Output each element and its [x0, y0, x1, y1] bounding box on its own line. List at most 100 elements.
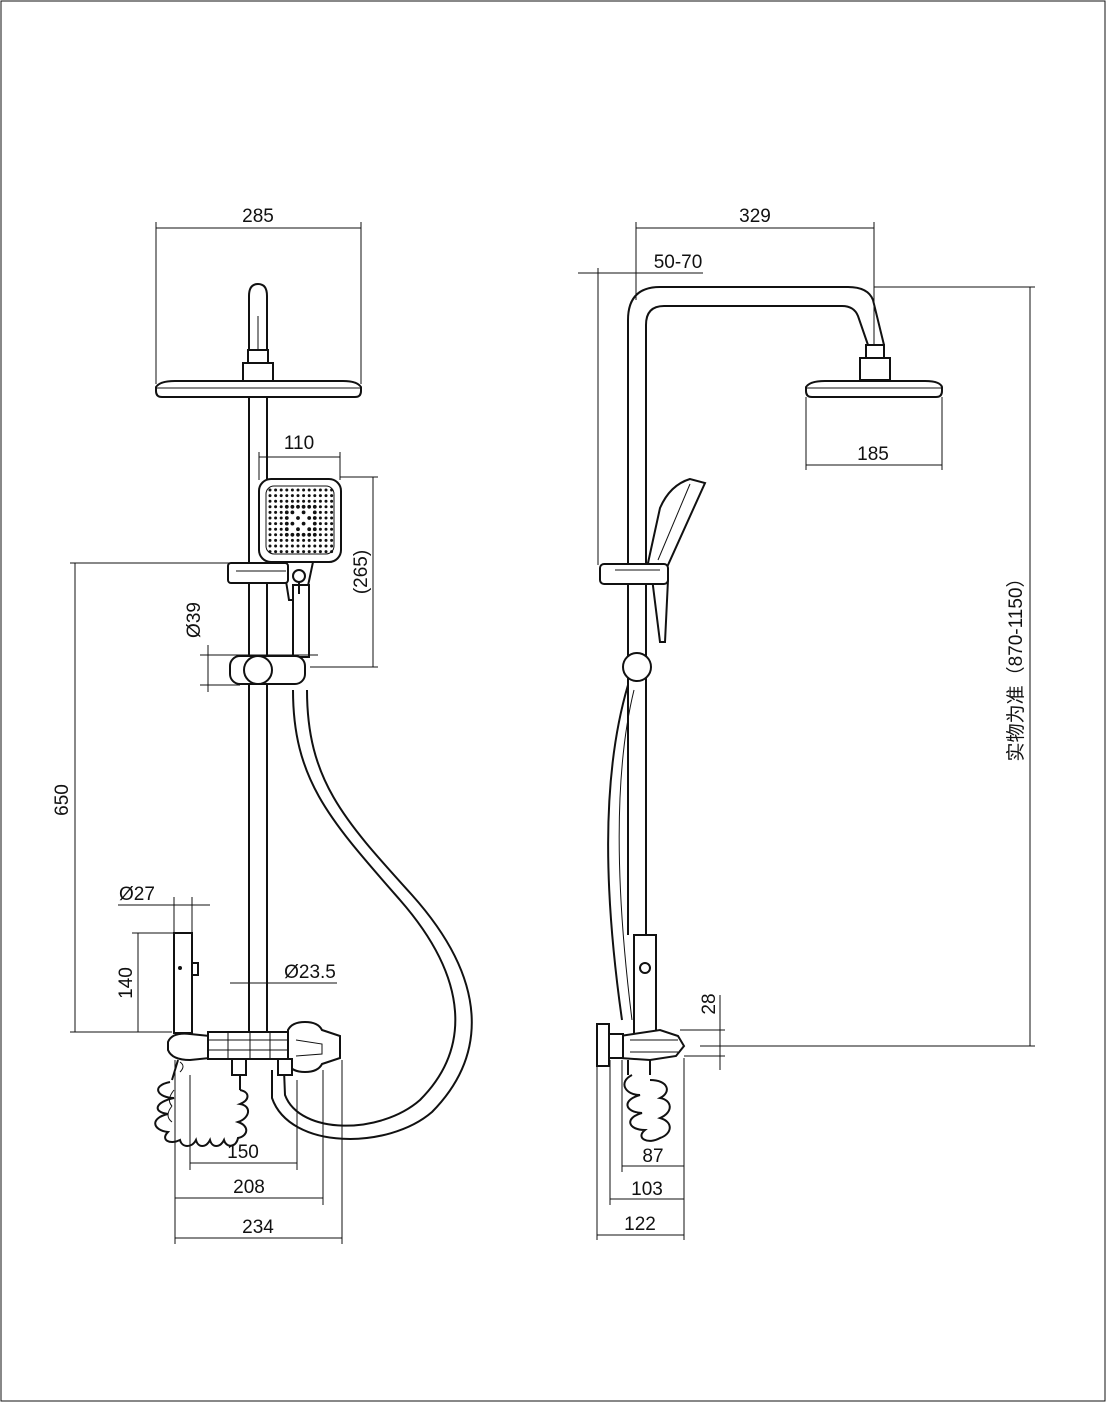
- dim-valve-height: 28: [680, 993, 725, 1070]
- dim-width-234: 234: [174, 1060, 343, 1244]
- svg-text:(265): (265): [351, 550, 372, 594]
- side-hose: [607, 684, 635, 1021]
- dim-pipe-diameter: Ø23.5: [230, 962, 337, 984]
- nozzle-dot: [301, 504, 306, 509]
- nozzle-dot: [285, 544, 289, 548]
- dim-spout-diameter: Ø27: [118, 884, 210, 935]
- svg-text:329: 329: [739, 206, 771, 227]
- nozzle-dot: [274, 538, 278, 542]
- nozzle-dot: [274, 488, 278, 492]
- nozzle-dot: [318, 488, 322, 492]
- svg-text:140: 140: [116, 967, 137, 999]
- nozzle-dot: [284, 527, 289, 532]
- nozzle-dot: [268, 510, 272, 514]
- nozzle-dot: [307, 504, 312, 509]
- nozzle-dot: [274, 544, 278, 548]
- nozzle-dot: [274, 522, 278, 526]
- nozzle-dot: [285, 550, 289, 554]
- nozzle-dot: [318, 499, 322, 503]
- nozzle-dot: [279, 527, 283, 531]
- nozzle-dot: [318, 510, 322, 514]
- nozzle-dot: [285, 494, 289, 498]
- dim-handheld-height: (265): [310, 476, 378, 668]
- nozzle-dot: [268, 499, 272, 503]
- nozzle-dot: [274, 516, 278, 520]
- nozzle-dot: [324, 538, 328, 542]
- svg-text:28: 28: [699, 993, 720, 1014]
- nozzle-dot: [296, 527, 300, 532]
- front-handheld-shower: [258, 478, 342, 658]
- nozzle-dot: [301, 532, 306, 537]
- svg-text:Ø39: Ø39: [184, 602, 205, 638]
- nozzle-dot: [318, 494, 322, 498]
- svg-text:Ø23.5: Ø23.5: [284, 962, 336, 983]
- nozzle-dot: [290, 494, 294, 498]
- nozzle-dot: [290, 550, 294, 554]
- nozzle-dot: [324, 550, 328, 554]
- dim-arm-reach: 329: [635, 206, 875, 348]
- svg-text:122: 122: [624, 1214, 656, 1235]
- svg-text:实物为准（870-1150）: 实物为准（870-1150）: [1005, 569, 1027, 762]
- front-hose: [271, 689, 473, 1140]
- nozzle-dot: [279, 516, 283, 520]
- dim-spout-height: 140: [116, 932, 176, 1032]
- dim-650: 650: [52, 562, 232, 1033]
- front-holder-bracket: [227, 562, 289, 584]
- nozzle-dot: [290, 538, 294, 542]
- nozzle-dot: [279, 533, 283, 537]
- nozzle-dot: [307, 488, 311, 492]
- nozzle-dot: [290, 510, 295, 515]
- svg-text:110: 110: [284, 433, 314, 454]
- nozzle-dot: [296, 488, 300, 492]
- nozzle-dot: [318, 527, 322, 531]
- nozzle-dot: [312, 504, 317, 509]
- nozzle-dot: [330, 522, 334, 526]
- nozzle-dot: [274, 494, 278, 498]
- nozzle-dot: [312, 527, 317, 532]
- side-slider: [622, 652, 652, 682]
- nozzle-dot: [301, 510, 306, 515]
- side-coiled-hoses: [623, 1074, 671, 1142]
- nozzle-dot: [284, 532, 289, 537]
- svg-text:650: 650: [52, 784, 73, 816]
- svg-text:103: 103: [631, 1179, 663, 1200]
- nozzle-dot: [313, 499, 317, 503]
- nozzle-dot: [302, 544, 306, 548]
- svg-text:87: 87: [642, 1146, 663, 1167]
- nozzle-dot: [279, 510, 283, 514]
- nozzle-dot: [268, 533, 272, 537]
- nozzle-dot: [274, 533, 278, 537]
- nozzle-dot: [296, 544, 300, 548]
- nozzle-dot: [330, 538, 334, 542]
- nozzle-dot: [268, 494, 272, 498]
- nozzle-dot: [290, 532, 295, 537]
- dim-width-150: 150: [189, 1075, 298, 1170]
- nozzle-dot: [296, 516, 300, 520]
- nozzle-dot: [318, 550, 322, 554]
- nozzle-dot: [268, 544, 272, 548]
- nozzle-dot: [312, 516, 317, 520]
- front-slider: [229, 655, 306, 685]
- nozzle-dot: [284, 516, 289, 520]
- nozzle-dot: [312, 510, 317, 515]
- front-view: 285 110 (2: [52, 206, 473, 1244]
- nozzle-dot: [312, 532, 317, 537]
- nozzle-dot: [284, 521, 289, 526]
- nozzle-dot: [330, 544, 334, 548]
- nozzle-dot: [324, 522, 328, 526]
- nozzle-dot: [307, 494, 311, 498]
- nozzle-dot: [268, 538, 272, 542]
- nozzle-dot: [307, 516, 312, 520]
- dim-head-diameter: 185: [805, 397, 943, 470]
- nozzle-dot: [307, 550, 311, 554]
- nozzle-dot: [307, 527, 312, 532]
- nozzle-dot: [330, 516, 334, 520]
- nozzle-dot: [302, 538, 306, 542]
- nozzle-dot: [324, 516, 328, 520]
- nozzle-dot: [279, 550, 283, 554]
- nozzle-dot: [290, 504, 295, 509]
- nozzle-dot: [301, 521, 306, 526]
- nozzle-dot: [318, 538, 322, 542]
